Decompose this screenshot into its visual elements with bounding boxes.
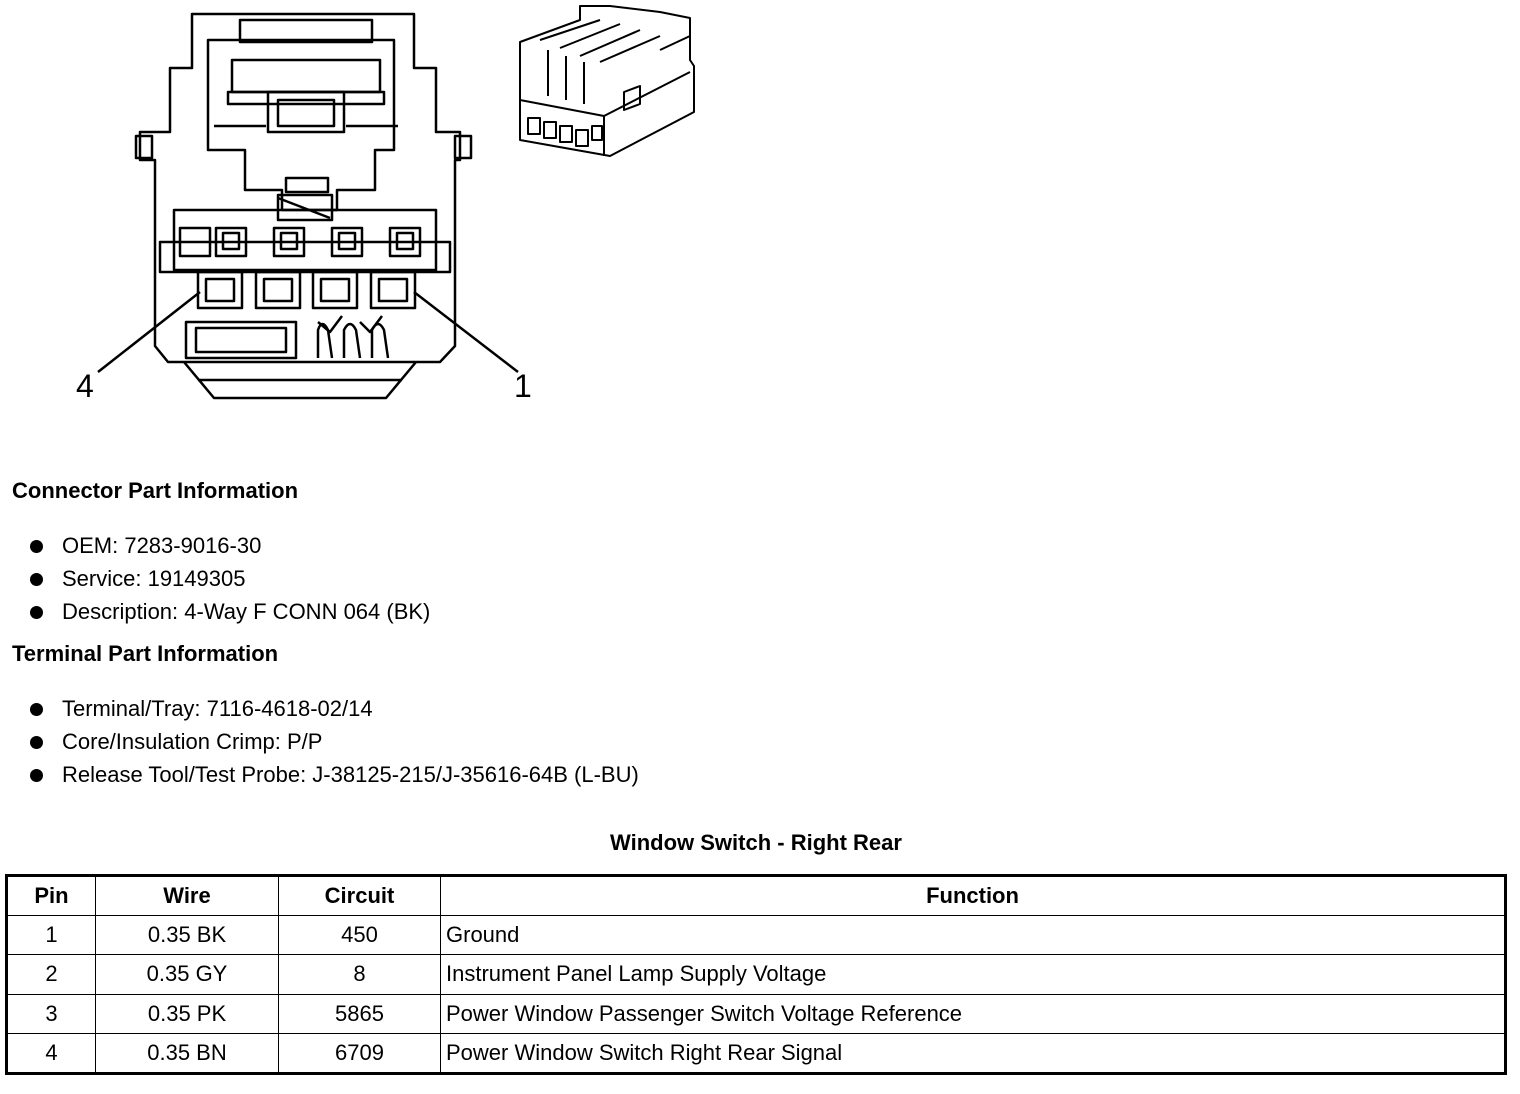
- cell-function: Power Window Switch Right Rear Signal: [440, 1033, 1506, 1074]
- cell-pin: 2: [6, 954, 96, 995]
- list-item: Release Tool/Test Probe: J-38125-215/J-3…: [28, 761, 639, 794]
- header-circuit: Circuit: [278, 875, 441, 916]
- table-row: 2 0.35 GY 8 Instrument Panel Lamp Supply…: [6, 954, 1506, 995]
- cell-wire: 0.35 BK: [95, 914, 279, 955]
- pin-cavities: [196, 270, 417, 310]
- cell-pin: 1: [6, 914, 96, 955]
- connector-face-view: [97, 12, 519, 400]
- terminal-info-list: Terminal/Tray: 7116-4618-02/14 Core/Insu…: [28, 695, 639, 794]
- cell-circuit: 5865: [278, 993, 441, 1034]
- pinout-table: Pin Wire Circuit Function 1 0.35 BK 450 …: [5, 874, 1507, 1075]
- table-row: 1 0.35 BK 450 Ground: [6, 914, 1506, 955]
- table-header-row: Pin Wire Circuit Function: [6, 875, 1506, 916]
- bullet-icon: [30, 736, 43, 749]
- header-wire: Wire: [95, 875, 279, 916]
- cell-function: Ground: [440, 914, 1506, 955]
- connector-isometric-view: [519, 5, 695, 157]
- cell-circuit: 8: [278, 954, 441, 995]
- connector-info-title: Connector Part Information: [12, 478, 299, 503]
- connector-info-list: OEM: 7283-9016-30 Service: 19149305 Desc…: [28, 532, 430, 631]
- pin-label-1: 1: [514, 368, 532, 404]
- bullet-icon: [30, 540, 43, 553]
- cell-pin: 4: [6, 1033, 96, 1074]
- list-item: OEM: 7283-9016-30: [28, 532, 430, 565]
- cell-wire: 0.35 PK: [95, 993, 279, 1034]
- cell-circuit: 6709: [278, 1033, 441, 1074]
- table-row: 3 0.35 PK 5865 Power Window Passenger Sw…: [6, 993, 1506, 1034]
- cell-circuit: 450: [278, 914, 441, 955]
- cell-wire: 0.35 GY: [95, 954, 279, 995]
- list-item: Terminal/Tray: 7116-4618-02/14: [28, 695, 639, 728]
- pin-label-4: 4: [76, 368, 94, 404]
- table-row: 4 0.35 BN 6709 Power Window Switch Right…: [6, 1033, 1506, 1074]
- list-item: Service: 19149305: [28, 565, 430, 598]
- table-title: Window Switch - Right Rear: [610, 830, 902, 855]
- connector-diagram: [97, 5, 695, 400]
- list-item: Core/Insulation Crimp: P/P: [28, 728, 639, 761]
- bullet-icon: [30, 769, 43, 782]
- bullet-icon: [30, 573, 43, 586]
- terminal-info-title: Terminal Part Information: [12, 641, 279, 666]
- list-item: Description: 4-Way F CONN 064 (BK): [28, 598, 430, 631]
- bullet-icon: [30, 703, 43, 716]
- cell-function: Instrument Panel Lamp Supply Voltage: [440, 954, 1506, 995]
- cell-pin: 3: [6, 993, 96, 1034]
- cell-wire: 0.35 BN: [95, 1033, 279, 1074]
- bullet-icon: [30, 606, 43, 619]
- header-pin: Pin: [6, 875, 96, 916]
- header-function: Function: [440, 875, 1506, 916]
- cell-function: Power Window Passenger Switch Voltage Re…: [440, 993, 1506, 1034]
